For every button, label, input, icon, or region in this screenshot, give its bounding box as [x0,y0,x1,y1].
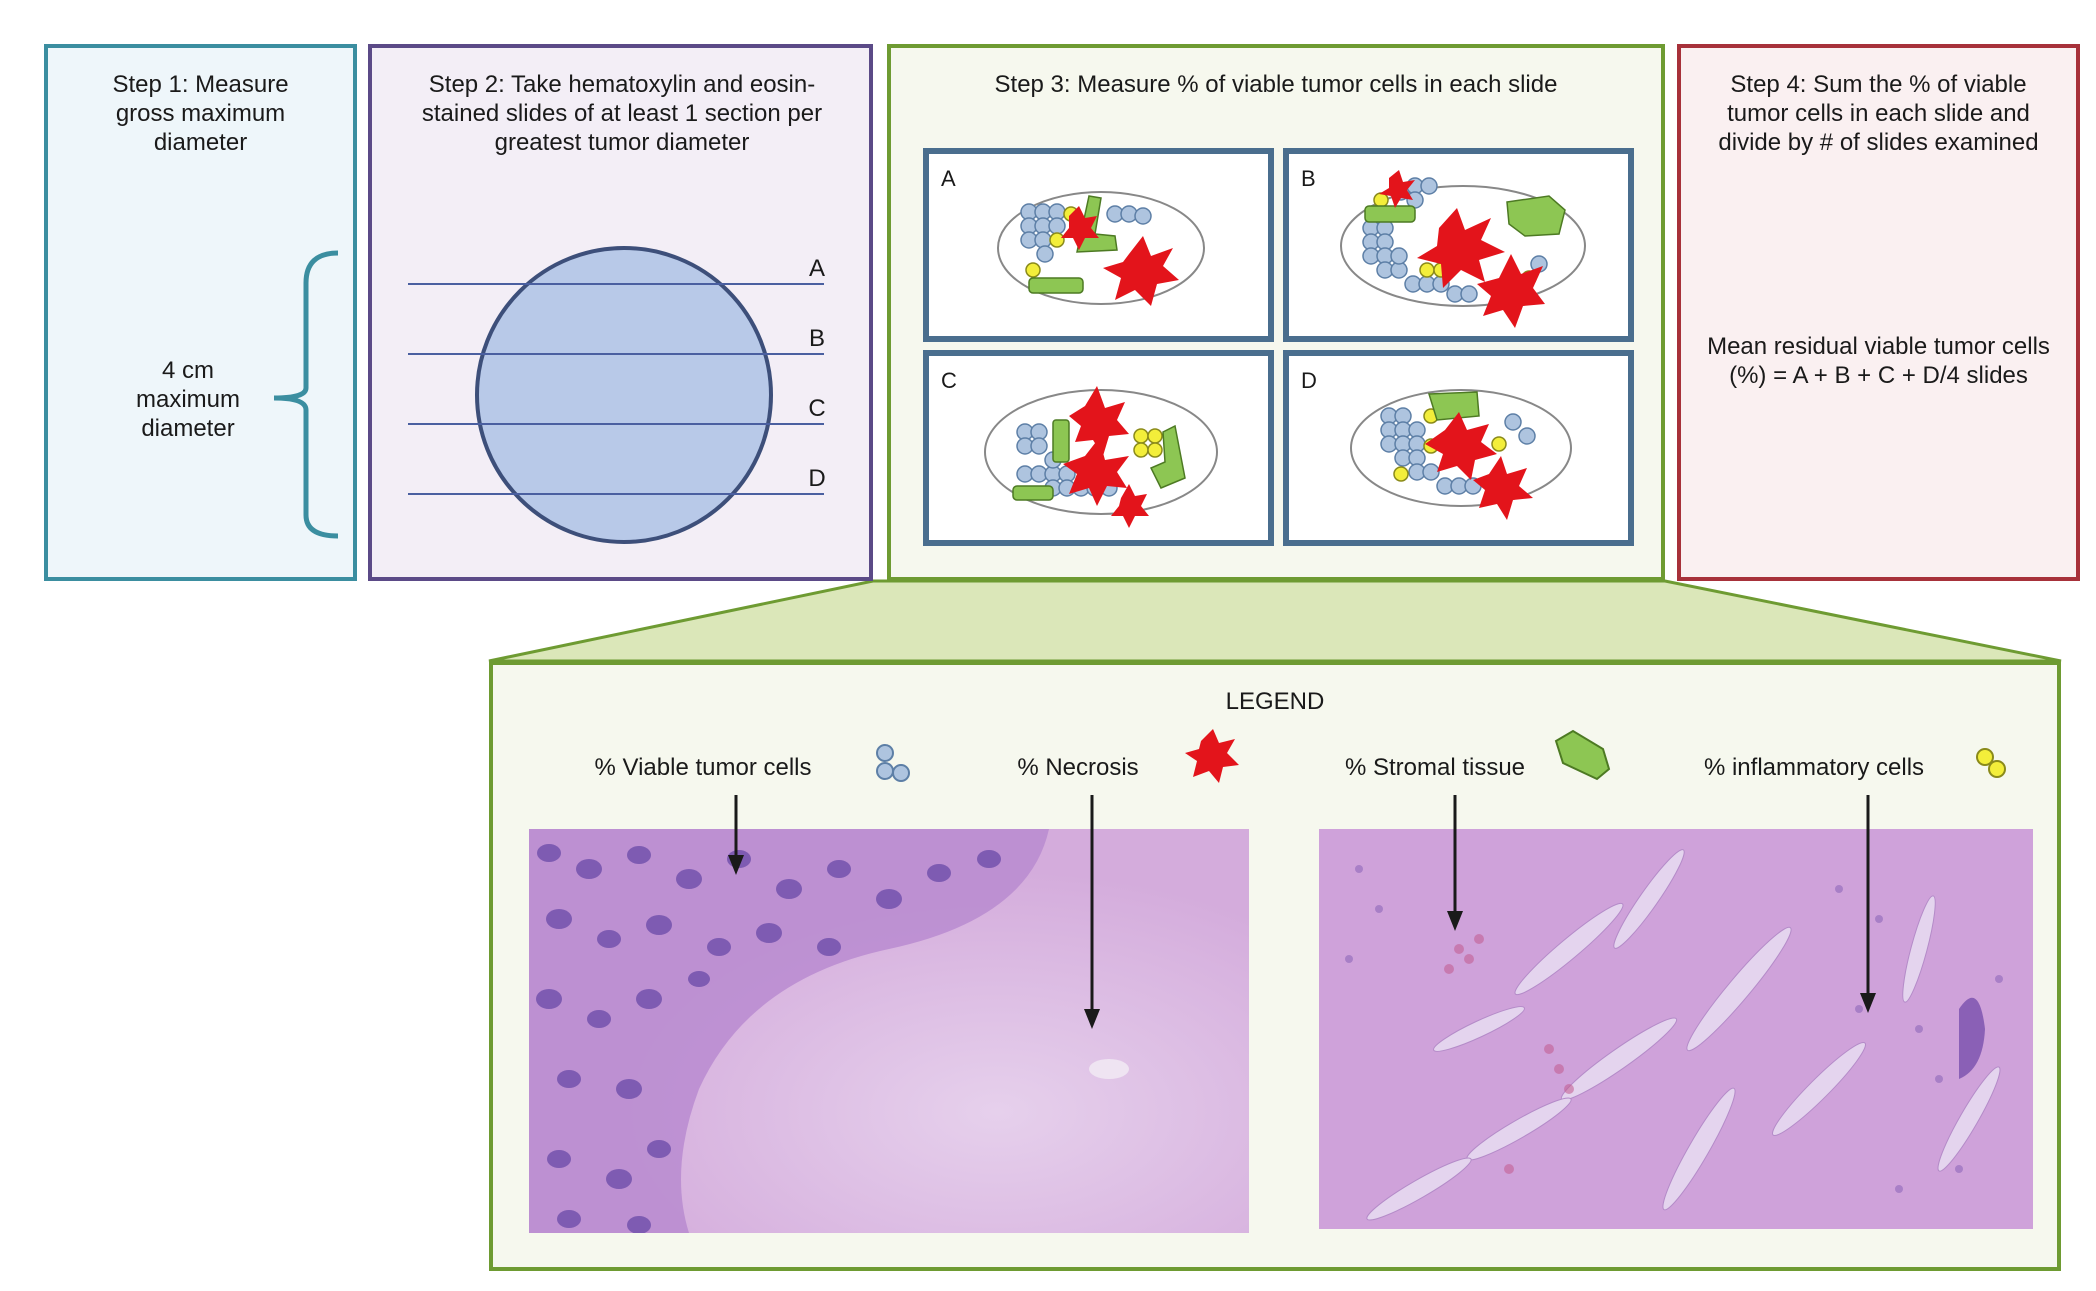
micrograph-stroma-inflammatory-texture [1319,829,2033,1229]
stromal-tissue-icon [1554,729,1611,781]
legend-label-viable: % Viable tumor cells [594,754,812,781]
legend-arrows [728,795,1876,1029]
legend-panel: LEGEND % Viable tumor cells % Necrosis %… [489,661,2061,1271]
step2-panel: Step 2: Take hematoxylin and eosin-stain… [368,44,873,581]
legend-label-necrosis: % Necrosis [1017,754,1139,781]
micrograph-tumor-necrosis-texture [529,829,1249,1233]
slide-a-tissue [997,191,1205,306]
legend-label-stromal: % Stromal tissue [1344,754,1526,781]
section-label-c: C [808,395,826,422]
bracket-icon [273,250,339,539]
slide-letter-a: A [941,166,956,191]
slide-c-tissue [984,386,1218,528]
step1-panel: Step 1: Measure gross maximum diameter 4… [44,44,357,581]
micrograph-tumor-necrosis [529,829,1249,1233]
micrograph-stroma-inflammatory [1319,829,2033,1229]
step3-panel: Step 3: Measure % of viable tumor cells … [887,44,1665,581]
inflammatory-cells-icon [1976,748,2006,778]
slide-d: D [1283,350,1634,546]
step1-title: Step 1: Measure gross maximum diameter [112,71,289,156]
slide-c: C [923,350,1274,546]
step4-title: Step 4: Sum the % of viable tumor cells … [1718,71,2039,156]
viable-tumor-cells-icon [876,744,910,782]
slide-d-tissue [1350,389,1572,520]
section-label-b: B [808,325,825,352]
slide-a: A [923,148,1274,342]
legend-title: LEGEND [1225,688,1325,715]
legend-label-inflammatory: % inflammatory cells [1703,754,1925,781]
step3-title: Step 3: Measure % of viable tumor cells … [994,71,1558,98]
formula: Mean residual viable tumor cells (%) = A… [1707,333,2050,389]
slide-letter-d: D [1301,368,1317,393]
section-label-a: A [808,255,825,282]
slide-letter-b: B [1301,166,1316,191]
slide-b-tissue [1340,170,1586,328]
slide-letter-c: C [941,368,957,393]
section-label-d: D [808,465,826,492]
measure-label: 4 cm maximum diameter [135,357,240,442]
slide-b: B [1283,148,1634,342]
tumor-cross-section [408,246,824,544]
step2-title: Step 2: Take hematoxylin and eosin-stain… [421,71,823,156]
step4-panel: Step 4: Sum the % of viable tumor cells … [1677,44,2080,581]
necrosis-icon [1185,729,1239,783]
